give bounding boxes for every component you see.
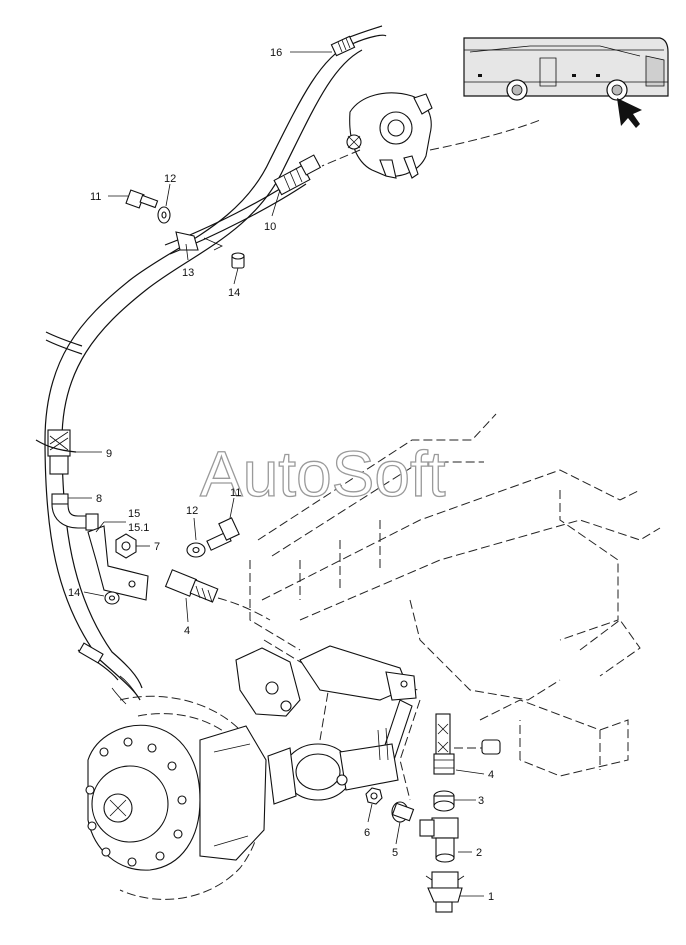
bus-side-view-icon — [463, 37, 669, 101]
callout-12: 12 — [164, 173, 176, 185]
callout-11: 11 — [90, 191, 101, 203]
chassis-frame — [249, 413, 661, 801]
callout-10: 10 — [264, 221, 276, 233]
fastener-set-middle — [164, 517, 271, 621]
callout-3: 3 — [478, 795, 484, 807]
clamp-assembly-upper — [125, 189, 245, 269]
hose-fitting-9 — [35, 429, 77, 475]
hose-fitting-10 — [273, 154, 322, 196]
brake-valve — [321, 92, 541, 179]
arrow-pointer-icon — [617, 98, 642, 128]
mounting-bracket-15 — [87, 525, 149, 605]
callout-15-1: 15.1 — [128, 522, 149, 534]
callout-13: 13 — [182, 267, 194, 279]
callout-14-lower: 14 — [68, 587, 80, 599]
wheel-hub — [85, 695, 267, 900]
callout-4-lower: 4 — [488, 769, 494, 781]
callout-12-lower: 12 — [186, 505, 198, 517]
callout-2: 2 — [476, 847, 482, 859]
watermark: AutoSoft — [200, 438, 446, 510]
callout-1: 1 — [488, 891, 494, 903]
callout-7: 7 — [154, 541, 160, 553]
callout-15: 15 — [128, 508, 140, 520]
tee-fitting-2 — [419, 817, 459, 863]
nipple-fitting-5 — [391, 801, 415, 823]
callout-14: 14 — [228, 287, 240, 299]
valve-pipe-lower — [433, 713, 501, 775]
coupling-head-1 — [425, 871, 465, 913]
elbow-fitting-8 — [51, 493, 99, 531]
hose-line-16 — [44, 25, 387, 705]
callout-4: 4 — [184, 625, 190, 637]
callout-9: 9 — [106, 448, 112, 460]
callout-6: 6 — [364, 827, 370, 839]
wheel-stud-ring — [85, 737, 187, 867]
brake-chamber — [267, 727, 399, 805]
nut-6 — [365, 787, 383, 805]
callout-leaders — [68, 51, 485, 897]
callout-5: 5 — [392, 847, 398, 859]
callout-16: 16 — [270, 47, 282, 59]
callout-11-lower: 11 — [230, 487, 241, 499]
callout-8: 8 — [96, 493, 102, 505]
adapter-fitting-3 — [433, 790, 455, 812]
